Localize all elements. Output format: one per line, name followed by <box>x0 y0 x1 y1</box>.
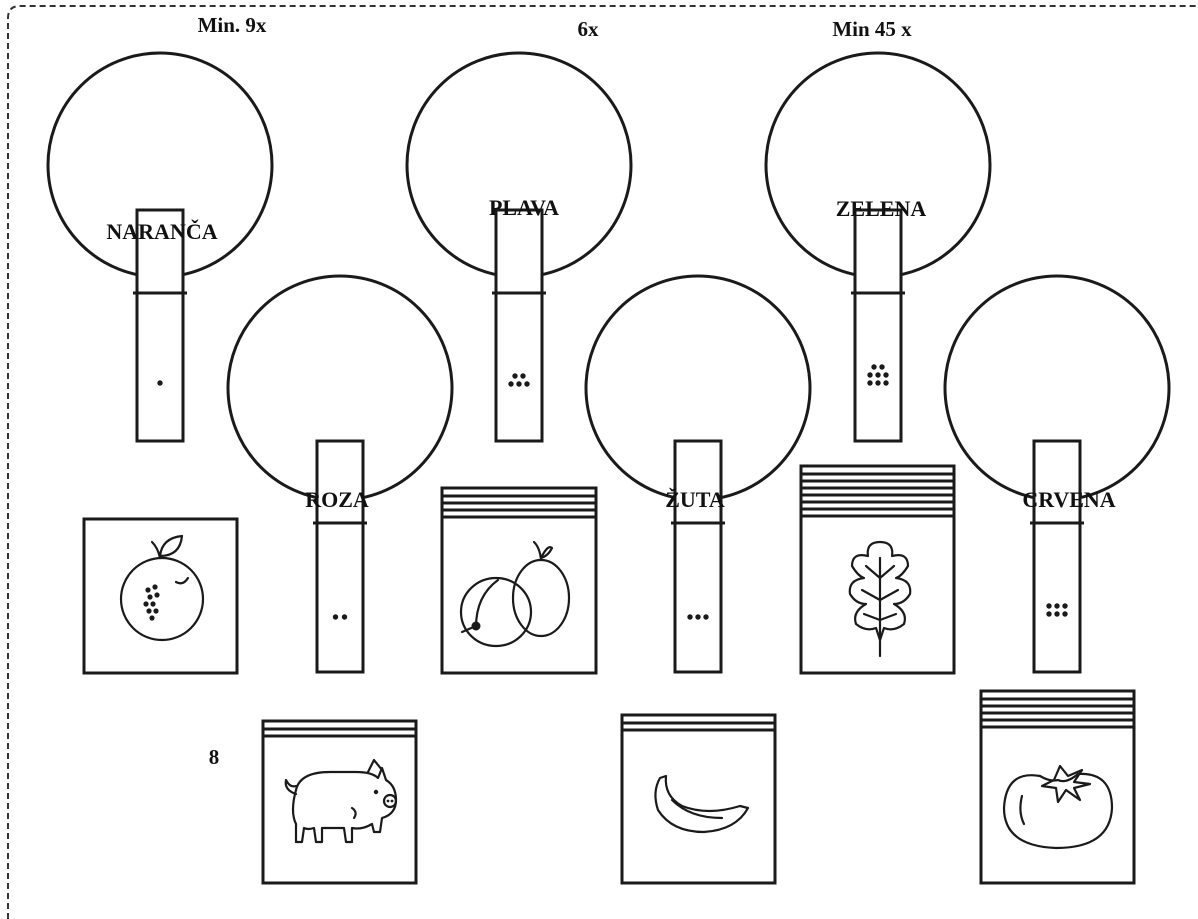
label-naranca: NARANČA <box>106 219 217 244</box>
card-oak-leaf <box>799 464 956 675</box>
token-dot <box>524 381 530 387</box>
plums-icon <box>459 540 571 648</box>
token-dot <box>703 614 709 620</box>
token-dot <box>508 381 514 387</box>
label-roza: ROZA <box>305 487 369 512</box>
card-plums <box>440 486 598 675</box>
count-min-45: Min 45 x <box>832 17 912 41</box>
dashed-border <box>7 5 1198 919</box>
token-dot <box>1054 611 1060 617</box>
paddle-zelena <box>764 51 992 443</box>
card-pig <box>261 719 418 885</box>
token-dot <box>695 614 701 620</box>
token-dot <box>512 373 518 379</box>
token-dot <box>871 364 877 370</box>
token-dot <box>867 372 873 378</box>
count-6: 6x <box>578 17 600 41</box>
label-crvena: CRVENA <box>1022 487 1115 512</box>
card-orange <box>82 517 239 675</box>
token-dot <box>332 614 339 620</box>
card-tomato <box>979 689 1136 885</box>
token-dots-plava <box>508 373 530 387</box>
label-plava: PLAVA <box>489 195 559 220</box>
paddle-plava <box>405 51 633 443</box>
token-dot <box>1046 603 1052 609</box>
token-dot <box>883 372 889 378</box>
token-dot <box>520 373 526 379</box>
count-8: 8 <box>209 745 220 769</box>
token-dot <box>875 372 881 378</box>
pig-icon <box>284 758 398 844</box>
token-dots-crvena <box>1046 603 1068 617</box>
paddle-naranca <box>46 51 274 443</box>
token-dot <box>1054 603 1060 609</box>
banana-icon <box>654 774 750 834</box>
token-dot <box>341 614 348 620</box>
label-zuta: ŽUTA <box>665 487 725 512</box>
count-min-9: Min. 9x <box>198 13 267 37</box>
token-dot <box>1062 611 1068 617</box>
token-dot <box>1062 603 1068 609</box>
token-dot <box>516 381 522 387</box>
token-dot <box>1046 611 1052 617</box>
token-dot <box>875 380 881 386</box>
oak-leaf-icon <box>848 540 912 658</box>
paddle-roza <box>226 274 454 674</box>
paddle-crvena <box>943 274 1171 674</box>
token-dot <box>879 364 885 370</box>
token-dot <box>867 380 873 386</box>
orange-icon <box>119 534 205 642</box>
token-dot <box>883 380 889 386</box>
token-dots-zuta <box>687 614 709 620</box>
token-dot <box>157 380 163 386</box>
paddle-zuta <box>584 274 812 674</box>
token-dots-zelena <box>867 364 889 386</box>
token-dot <box>687 614 693 620</box>
card-banana <box>620 713 777 885</box>
label-zelena: ZELENA <box>836 196 927 221</box>
token-dots-naranca <box>157 380 163 386</box>
tomato-icon <box>1002 764 1114 850</box>
token-dots-roza <box>332 614 348 620</box>
